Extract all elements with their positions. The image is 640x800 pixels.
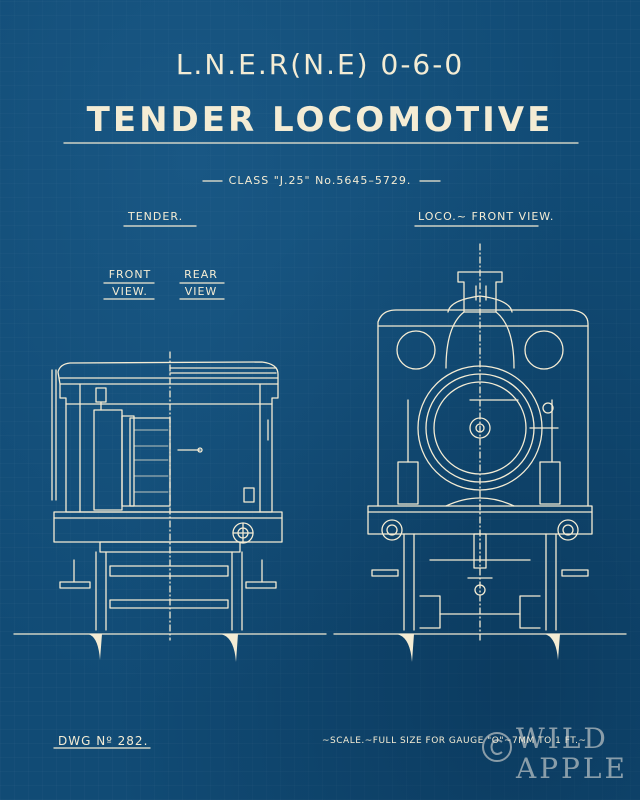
loco-front-view-label: LOCO.~ FRONT VIEW. (418, 210, 555, 223)
rear-view-label-line1: REAR (184, 268, 218, 281)
watermark-apple: APPLE (516, 752, 628, 785)
loco-rail-fillets (396, 634, 560, 662)
watermark-wild: WILD (516, 722, 609, 755)
copyright-icon (482, 732, 512, 762)
tender-label: TENDER. (128, 210, 184, 223)
title-rules (53, 142, 579, 749)
front-view-label-line2: VIEW. (112, 285, 148, 298)
loco-front-drawing (333, 243, 627, 641)
class-line: CLASS "J.25" No.5645–5729. (228, 174, 412, 187)
drawing-title: TENDER LOCOMOTIVE (86, 100, 554, 140)
rear-view-label-line2: VIEW (184, 285, 218, 298)
drawing-heading: L.N.E.R(N.E) 0-6-0 (175, 48, 465, 81)
tender-rail-fillets (86, 634, 238, 662)
drawing-number: DWG Nº 282. (58, 734, 149, 748)
front-view-label-line1: FRONT (108, 268, 152, 281)
scale-note: ~SCALE.~FULL SIZE FOR GAUGE "O"~7MM TO 1… (322, 736, 587, 746)
tender-drawing (13, 351, 327, 641)
